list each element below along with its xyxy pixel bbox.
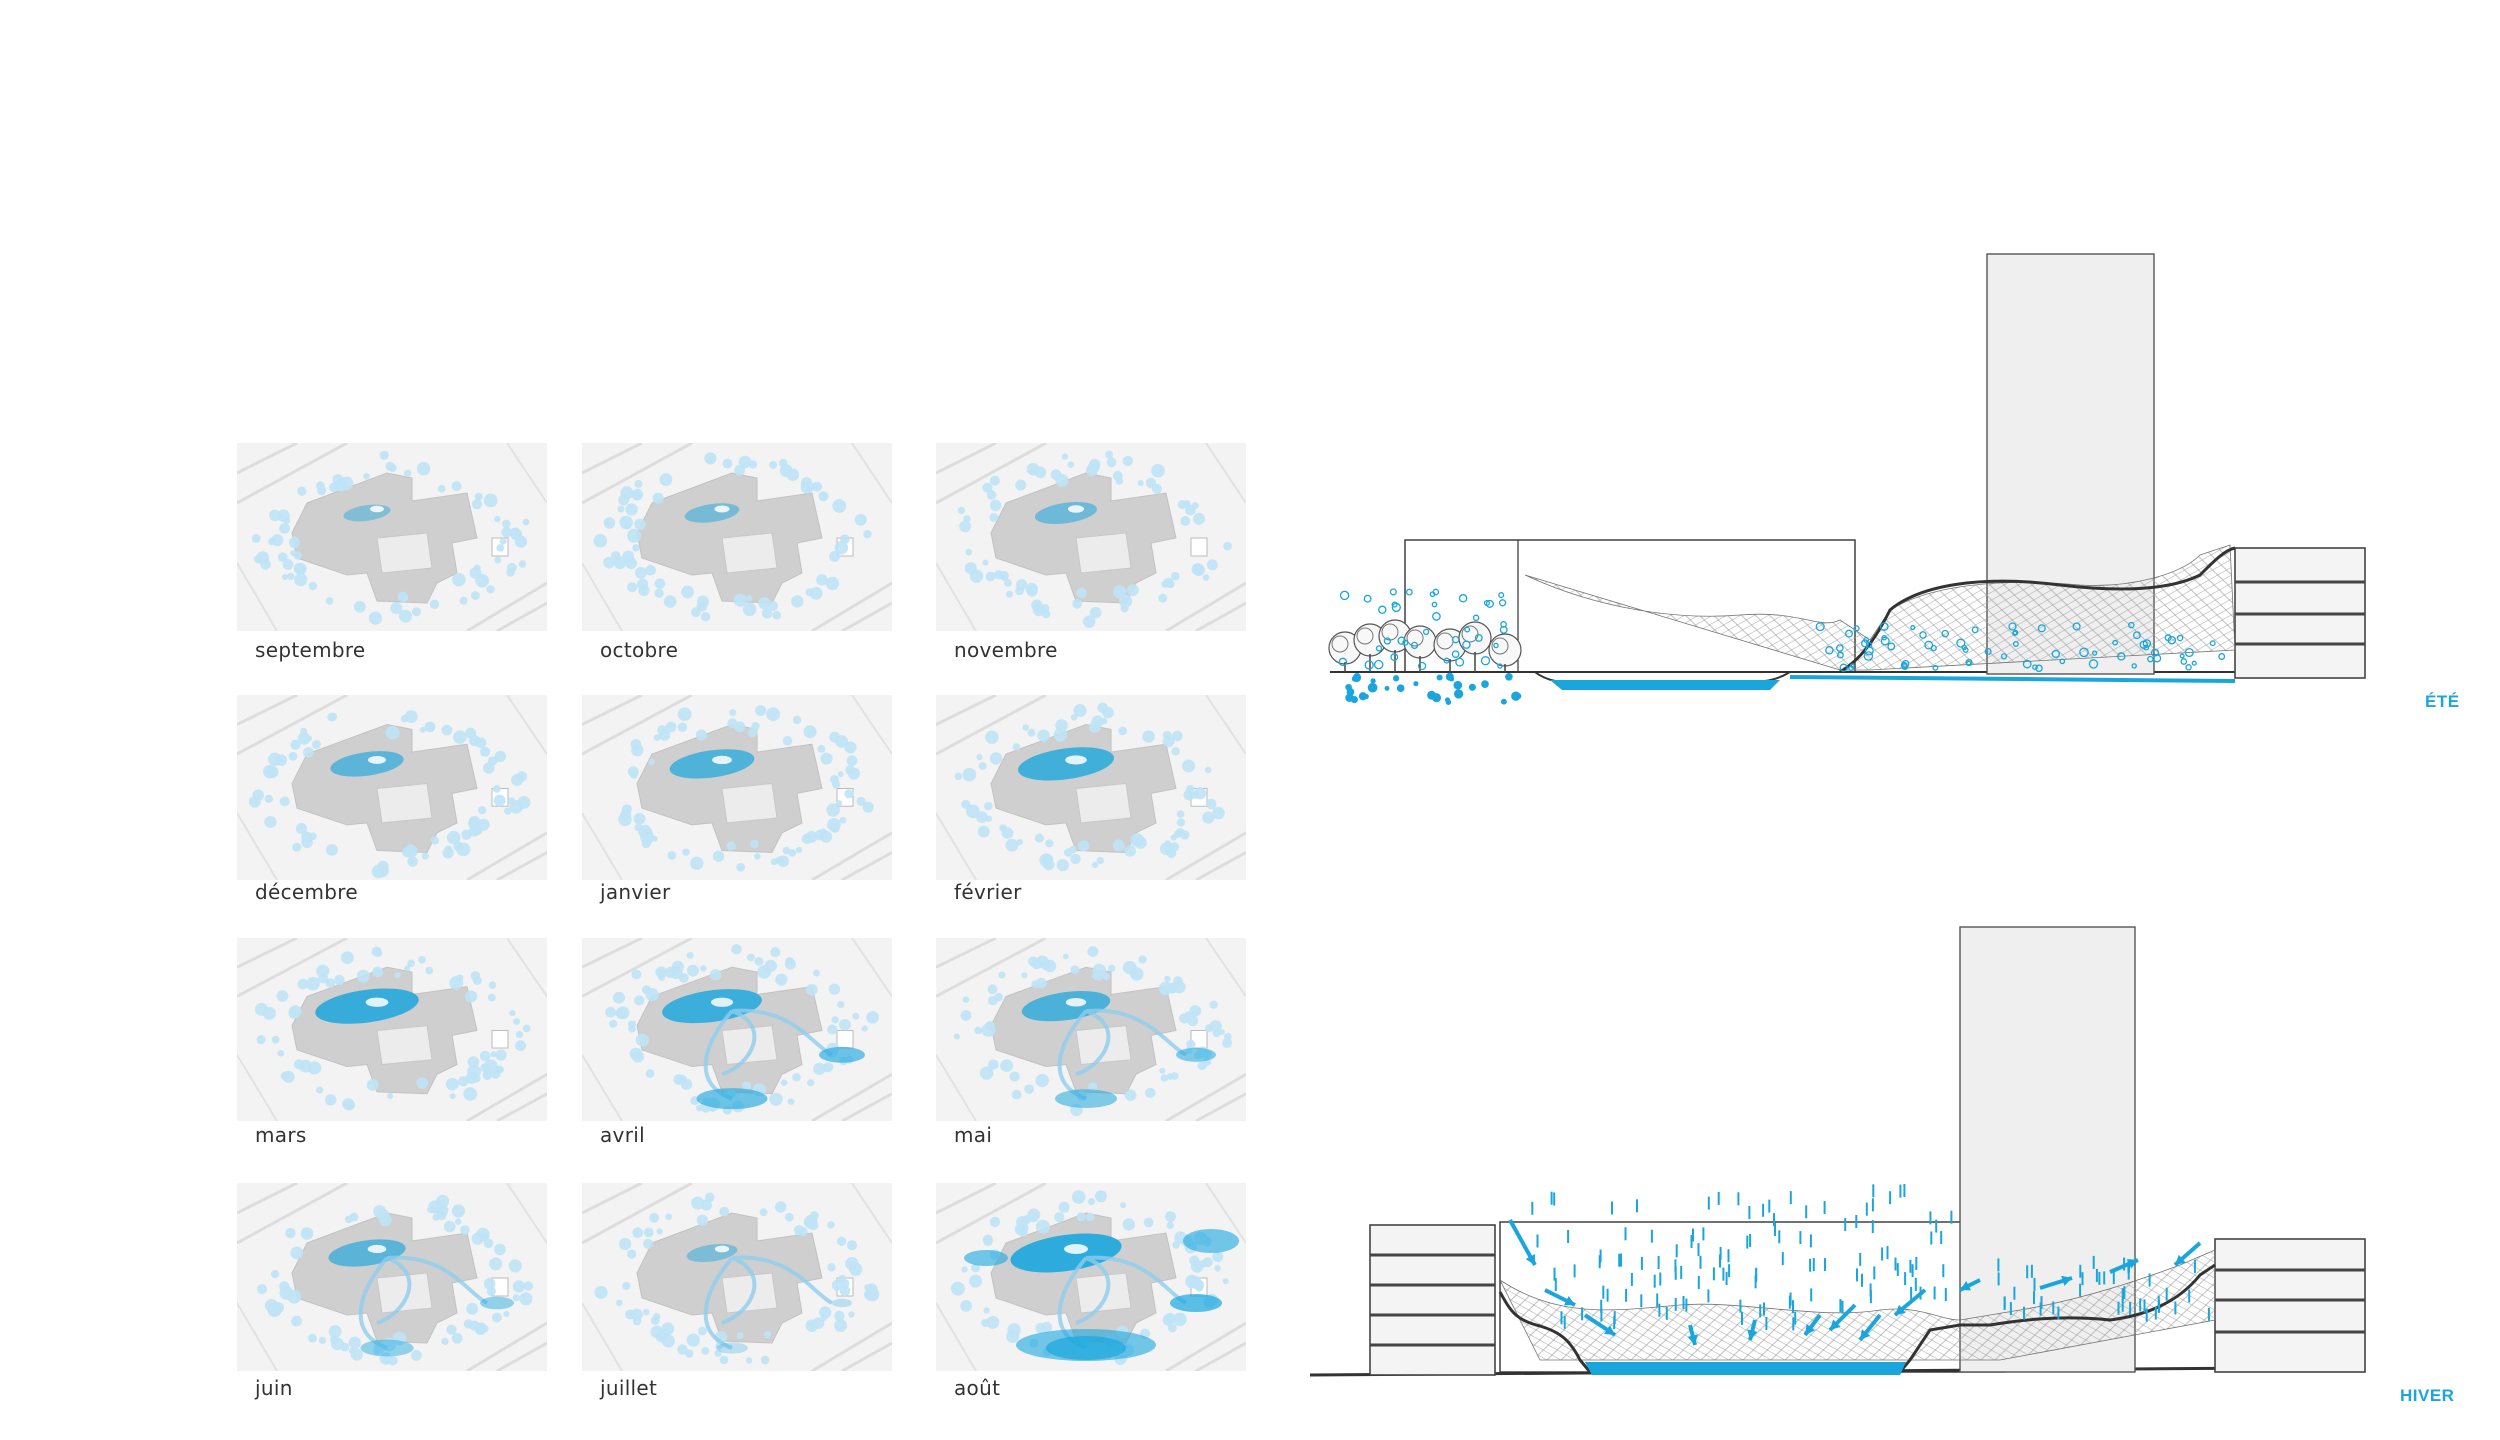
month-label: septembre (255, 638, 366, 662)
month-label: juin (255, 1376, 293, 1400)
month-plan-panel (237, 443, 547, 631)
monthly-water-diagram-grid: septembre octobre novembre décembre janvier f… (237, 443, 1246, 1400)
month-plan-panel (237, 1183, 547, 1371)
month-plan-panel (582, 938, 892, 1121)
month-label: avril (600, 1123, 645, 1147)
month-plan-panel (582, 695, 892, 880)
runoff-arrow-icon (1508, 1219, 2202, 1346)
month-plan-panel (237, 695, 547, 880)
summer-section (1328, 253, 2366, 705)
winter-section (1309, 926, 2366, 1377)
water-droplets-icon (1338, 588, 2226, 705)
month-label: novembre (954, 638, 1058, 662)
winter-label: HIVER (2400, 1386, 2455, 1405)
rain-icon (1531, 1184, 2210, 1331)
month-plan-panel (936, 443, 1246, 631)
month-label: mai (954, 1123, 993, 1147)
month-label: octobre (600, 638, 679, 662)
month-plan-panel (936, 695, 1246, 880)
month-label: janvier (600, 880, 671, 904)
month-plan-panel (582, 443, 892, 631)
month-label: décembre (255, 880, 358, 904)
month-label: février (954, 880, 1022, 904)
month-plan-panel (582, 1183, 892, 1371)
month-plan-panel (936, 938, 1246, 1121)
month-plan-panel (936, 1183, 1246, 1371)
section-drawings: ÉTÉ HIVER (1300, 0, 2500, 1440)
month-label: juillet (600, 1376, 658, 1400)
month-plan-panel (237, 938, 547, 1121)
summer-label: ÉTÉ (2425, 692, 2460, 711)
month-label: août (954, 1376, 1001, 1400)
month-label: mars (255, 1123, 307, 1147)
